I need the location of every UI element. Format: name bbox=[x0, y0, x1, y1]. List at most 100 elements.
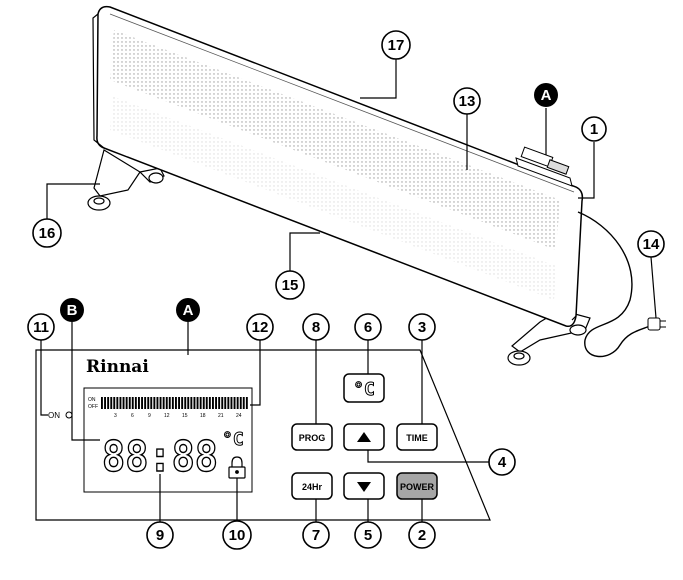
timeline-segment bbox=[199, 397, 202, 409]
timeline-segment bbox=[205, 397, 208, 409]
svg-text:5: 5 bbox=[364, 527, 372, 544]
timeline-segment bbox=[242, 397, 245, 409]
heater-leader-lines bbox=[46, 59, 657, 319]
timeline-segment bbox=[227, 397, 230, 409]
timeline-segment bbox=[116, 397, 119, 409]
timeline-segment bbox=[212, 397, 214, 409]
heater-illustration: 17 13 A 1 16 15 14 bbox=[32, 5, 666, 366]
svg-text:6: 6 bbox=[131, 413, 134, 419]
svg-text:9: 9 bbox=[156, 527, 164, 544]
timeline-segment bbox=[104, 397, 106, 409]
svg-text:6: 6 bbox=[364, 319, 372, 336]
svg-text:12: 12 bbox=[252, 319, 269, 336]
control-panel-detail: Rinnai ON ON OFF 3 6 9 12 15 18 21 24 bbox=[27, 298, 516, 550]
svg-text:14: 14 bbox=[643, 236, 660, 253]
24hr-button[interactable]: 24Hr bbox=[291, 472, 333, 500]
callout-14: 14 bbox=[637, 230, 665, 258]
timeline-segment bbox=[221, 397, 224, 409]
timeline-segment bbox=[202, 397, 205, 409]
timeline-segment bbox=[239, 397, 242, 409]
timeline-segment bbox=[218, 397, 221, 409]
timeline-segment bbox=[138, 397, 140, 409]
callout-1: 1 bbox=[581, 116, 607, 142]
timeline-segment bbox=[147, 397, 150, 409]
callout-10: 10 bbox=[222, 520, 252, 550]
timeline-segment bbox=[224, 397, 227, 409]
left-foot bbox=[87, 149, 165, 211]
timeline-segment bbox=[184, 397, 187, 409]
callout-4: 4 bbox=[488, 448, 516, 476]
svg-text:17: 17 bbox=[388, 37, 405, 54]
svg-text:4: 4 bbox=[498, 454, 507, 471]
timeline-segment bbox=[196, 397, 199, 409]
timeline-segment bbox=[187, 397, 190, 409]
panel-leader-lines bbox=[40, 322, 490, 522]
callout-13: 13 bbox=[453, 87, 481, 115]
svg-text:ON: ON bbox=[48, 411, 60, 420]
temperature-unit: °C bbox=[222, 429, 244, 450]
timeline-segment bbox=[110, 397, 113, 409]
svg-text:7: 7 bbox=[312, 527, 320, 544]
callout-15: 15 bbox=[275, 270, 305, 300]
timeline-segment bbox=[168, 397, 171, 409]
svg-text:A: A bbox=[541, 87, 552, 104]
callout-17: 17 bbox=[381, 30, 411, 60]
svg-text:3: 3 bbox=[418, 319, 426, 336]
prog-button[interactable]: PROG bbox=[291, 423, 333, 451]
callout-5: 5 bbox=[354, 521, 382, 549]
svg-text:PROG: PROG bbox=[299, 433, 326, 443]
timeline-segment bbox=[245, 397, 248, 409]
callout-7: 7 bbox=[302, 521, 330, 549]
callout-16: 16 bbox=[32, 218, 62, 248]
timeline-segment bbox=[162, 397, 165, 409]
svg-text:3: 3 bbox=[114, 413, 117, 419]
grille-perforation bbox=[110, 30, 560, 250]
timeline-segment bbox=[175, 397, 177, 409]
timeline-bar: ON OFF 3 6 9 12 15 18 21 24 bbox=[88, 397, 248, 419]
timeline-segments bbox=[101, 397, 248, 409]
timeline-segment bbox=[128, 397, 131, 409]
svg-text:24Hr: 24Hr bbox=[302, 482, 323, 492]
svg-text:POWER: POWER bbox=[400, 482, 435, 492]
lock-icon bbox=[228, 456, 246, 479]
callout-2: 2 bbox=[408, 521, 436, 549]
svg-text:18: 18 bbox=[200, 413, 206, 419]
timeline-segment bbox=[181, 397, 184, 409]
timeline-segment bbox=[215, 397, 217, 409]
hour-tick-labels: 3 6 9 12 15 18 21 24 bbox=[114, 413, 242, 419]
timeline-segment bbox=[107, 397, 110, 409]
svg-text:16: 16 bbox=[39, 225, 56, 242]
svg-text:15: 15 bbox=[182, 413, 188, 419]
callout-9: 9 bbox=[146, 521, 174, 549]
brand-logo: Rinnai bbox=[86, 357, 149, 377]
callout-12: 12 bbox=[246, 313, 274, 341]
svg-text:OFF: OFF bbox=[88, 404, 98, 410]
svg-text:10: 10 bbox=[229, 527, 246, 544]
svg-text:12: 12 bbox=[164, 413, 170, 419]
timeline-segment bbox=[131, 397, 134, 409]
control-unit bbox=[515, 146, 573, 187]
up-button[interactable] bbox=[343, 423, 385, 451]
svg-text:B: B bbox=[67, 302, 78, 319]
timeline-segment bbox=[156, 397, 159, 409]
svg-text:13: 13 bbox=[459, 93, 476, 110]
svg-text:A: A bbox=[183, 302, 194, 319]
timeline-segment bbox=[233, 397, 236, 409]
svg-text:21: 21 bbox=[218, 413, 224, 419]
timeline-segment bbox=[159, 397, 162, 409]
svg-text:15: 15 bbox=[282, 277, 299, 294]
svg-text:11: 11 bbox=[33, 319, 49, 336]
callout-8: 8 bbox=[302, 313, 330, 341]
power-button[interactable]: POWER bbox=[396, 472, 438, 500]
svg-text:2: 2 bbox=[418, 527, 426, 544]
down-button[interactable] bbox=[343, 472, 385, 500]
svg-text:ON: ON bbox=[88, 397, 96, 403]
timeline-segment bbox=[113, 397, 116, 409]
temperature-button[interactable]: °C bbox=[343, 373, 385, 403]
timeline-segment bbox=[134, 397, 137, 409]
callout-6: 6 bbox=[354, 313, 382, 341]
timeline-segment bbox=[101, 397, 103, 409]
timeline-segment bbox=[144, 397, 147, 409]
svg-text:9: 9 bbox=[148, 413, 151, 419]
time-button[interactable]: TIME bbox=[396, 423, 438, 451]
